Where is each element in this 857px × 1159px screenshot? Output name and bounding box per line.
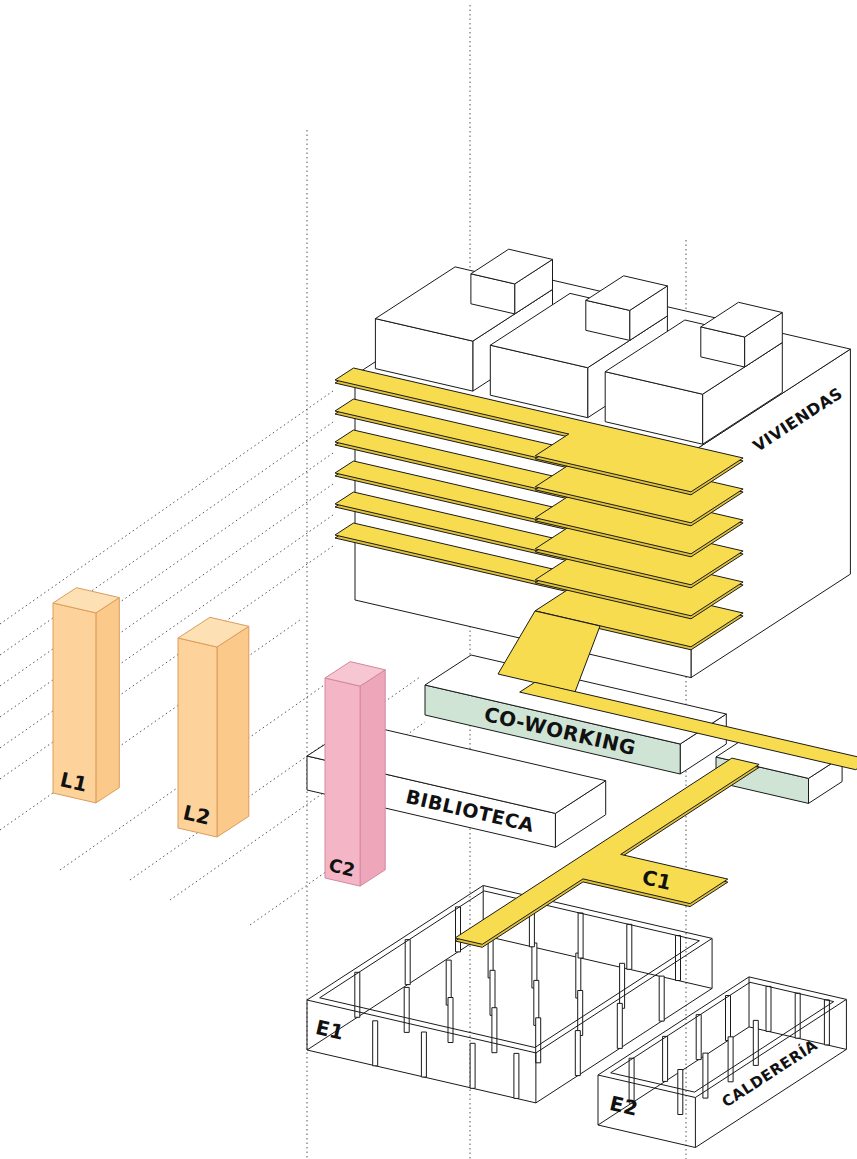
column — [575, 1031, 580, 1076]
wall-edge — [749, 977, 750, 1027]
column — [492, 1008, 497, 1053]
column — [678, 1070, 683, 1115]
column — [676, 936, 681, 981]
column — [620, 963, 625, 1008]
wall-edge — [535, 1053, 536, 1103]
column — [578, 913, 583, 958]
projection-line — [0, 453, 333, 686]
column — [373, 1021, 378, 1066]
column — [536, 1018, 541, 1063]
volume-label: L1 — [58, 769, 89, 795]
box-front-face — [178, 638, 217, 837]
column — [355, 972, 360, 1017]
box-top-face — [325, 662, 385, 687]
box-side-face — [96, 598, 119, 803]
box-top-face — [471, 249, 553, 284]
volume-label: C1 — [640, 867, 673, 893]
projection-line — [250, 869, 330, 925]
column — [696, 1015, 701, 1060]
column — [663, 1036, 668, 1081]
vertical-guide — [307, 130, 308, 1159]
volume-label: E1 — [314, 1017, 346, 1043]
wall-edge — [483, 886, 484, 936]
box-top-face — [586, 276, 668, 311]
column — [627, 924, 632, 969]
column — [617, 1003, 622, 1048]
column — [421, 1032, 426, 1077]
column — [405, 940, 410, 985]
volume-label: E2 — [608, 1093, 640, 1119]
projection-line — [0, 620, 300, 830]
projection-line — [0, 484, 333, 717]
wall-edge — [307, 1000, 308, 1050]
existing-hall: E2CALDERERÍA — [596, 974, 849, 1150]
tower-prism: L1 — [51, 585, 122, 805]
projection-line — [0, 546, 333, 779]
shape-outline — [596, 974, 849, 1150]
column — [578, 991, 583, 1036]
column — [659, 976, 664, 1021]
column — [404, 987, 409, 1032]
column — [470, 1043, 475, 1088]
column — [448, 998, 453, 1043]
wall-rim — [598, 977, 846, 1098]
floor-slab — [335, 368, 743, 492]
wall-rim-inner — [320, 891, 700, 1048]
box-side-face — [217, 626, 249, 837]
wall-rim-inner — [611, 982, 834, 1092]
column — [726, 996, 731, 1041]
projection-line — [0, 422, 333, 655]
circulation-slab: C1 — [453, 756, 762, 950]
wall-edge — [695, 1098, 696, 1148]
core-prism: C2 — [323, 659, 388, 889]
shape-outline — [323, 659, 388, 889]
column — [766, 986, 771, 1031]
circulation-slab — [455, 758, 759, 944]
column — [514, 1053, 519, 1098]
shape-outline — [453, 756, 762, 950]
volume-label: L2 — [181, 802, 212, 828]
box-top-face — [53, 588, 119, 613]
box-top-face — [178, 617, 249, 647]
box-top-face — [701, 302, 783, 337]
wall-edge — [598, 1075, 599, 1125]
column — [529, 902, 534, 947]
projection-line — [0, 391, 333, 624]
floor-outline — [598, 1027, 846, 1148]
box-front-face — [325, 678, 360, 886]
ramp — [498, 611, 600, 692]
box-side-face — [360, 670, 385, 886]
housing-volume: VIVIENDAS — [333, 247, 853, 680]
tower-prism: L2 — [176, 615, 251, 839]
shape-outline — [333, 247, 853, 680]
wall-edge — [846, 999, 847, 1049]
column — [456, 907, 461, 952]
wall-edge — [712, 938, 713, 988]
box-front-face — [53, 603, 96, 803]
wall-rim — [307, 886, 712, 1053]
